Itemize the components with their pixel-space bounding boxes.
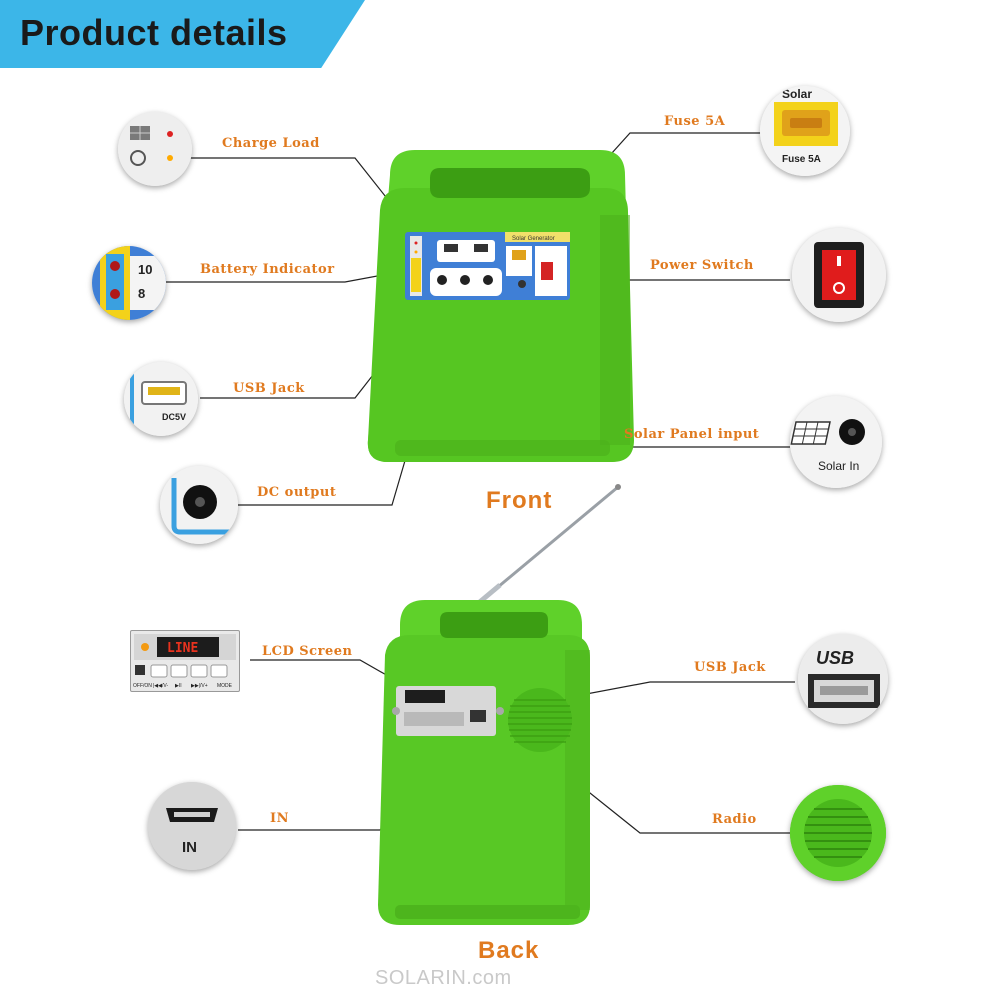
inset-solar-panel-text: Solar In xyxy=(818,459,859,473)
header-banner xyxy=(0,0,365,68)
lcd-btn-mode: MODE xyxy=(217,683,233,689)
page-title: Product details xyxy=(20,12,288,53)
front-title: Front xyxy=(486,487,553,514)
label-power-switch: Power Switch xyxy=(650,258,754,273)
device-label: Solar Generator xyxy=(512,236,555,242)
inset-usb-jack: DC5V xyxy=(124,362,198,436)
inset-in-port: IN xyxy=(148,782,236,870)
label-fuse: Fuse 5A xyxy=(664,114,726,129)
inset-radio-speaker xyxy=(790,785,886,881)
inset-in-text: IN xyxy=(182,839,197,856)
lcd-btn-play: ▶II xyxy=(175,683,182,689)
back-title: Back xyxy=(478,937,540,964)
inset-usb-logo: USB xyxy=(816,648,854,668)
label-in: IN xyxy=(270,811,289,826)
lcd-btn-power: OFF/ON xyxy=(133,683,152,689)
inset-battery-bottom-text: 8 xyxy=(138,286,145,301)
inset-solar-top-text: Solar xyxy=(782,87,812,101)
inset-lcd-screen: LINE OFF/ON |◀◀/V- ▶II ▶▶|/V+ MODE xyxy=(130,630,240,692)
inset-fuse: Solar Fuse 5A xyxy=(760,86,850,176)
lcd-display-text: LINE xyxy=(167,641,198,656)
inset-solar-panel-input: Solar In xyxy=(790,396,882,488)
inset-battery-top-text: 10 xyxy=(138,262,152,277)
label-lcd-screen: LCD Screen xyxy=(262,644,353,659)
watermark: SOLARIN.com xyxy=(375,967,512,989)
inset-usb-jack-back: USB xyxy=(798,634,888,724)
lcd-btn-next: ▶▶|/V+ xyxy=(191,683,208,689)
label-usb-jack-front: USB Jack xyxy=(233,381,305,396)
label-radio: Radio xyxy=(712,812,757,827)
label-battery-indicator: Battery Indicator xyxy=(200,262,335,277)
inset-fuse-text: Fuse 5A xyxy=(782,154,821,165)
label-solar-panel-input: Solar Panel input xyxy=(624,427,760,442)
label-charge-load: Charge Load xyxy=(222,136,320,151)
inset-power-switch xyxy=(792,228,886,322)
label-dc-output: DC output xyxy=(257,485,337,500)
inset-battery-indicator: 10 8 xyxy=(92,246,166,320)
label-usb-jack-back: USB Jack xyxy=(694,660,766,675)
inset-usb-text: DC5V xyxy=(162,412,186,422)
lcd-btn-prev: |◀◀/V- xyxy=(153,683,168,689)
inset-charge-load xyxy=(118,112,192,186)
inset-dc-output xyxy=(160,466,238,544)
